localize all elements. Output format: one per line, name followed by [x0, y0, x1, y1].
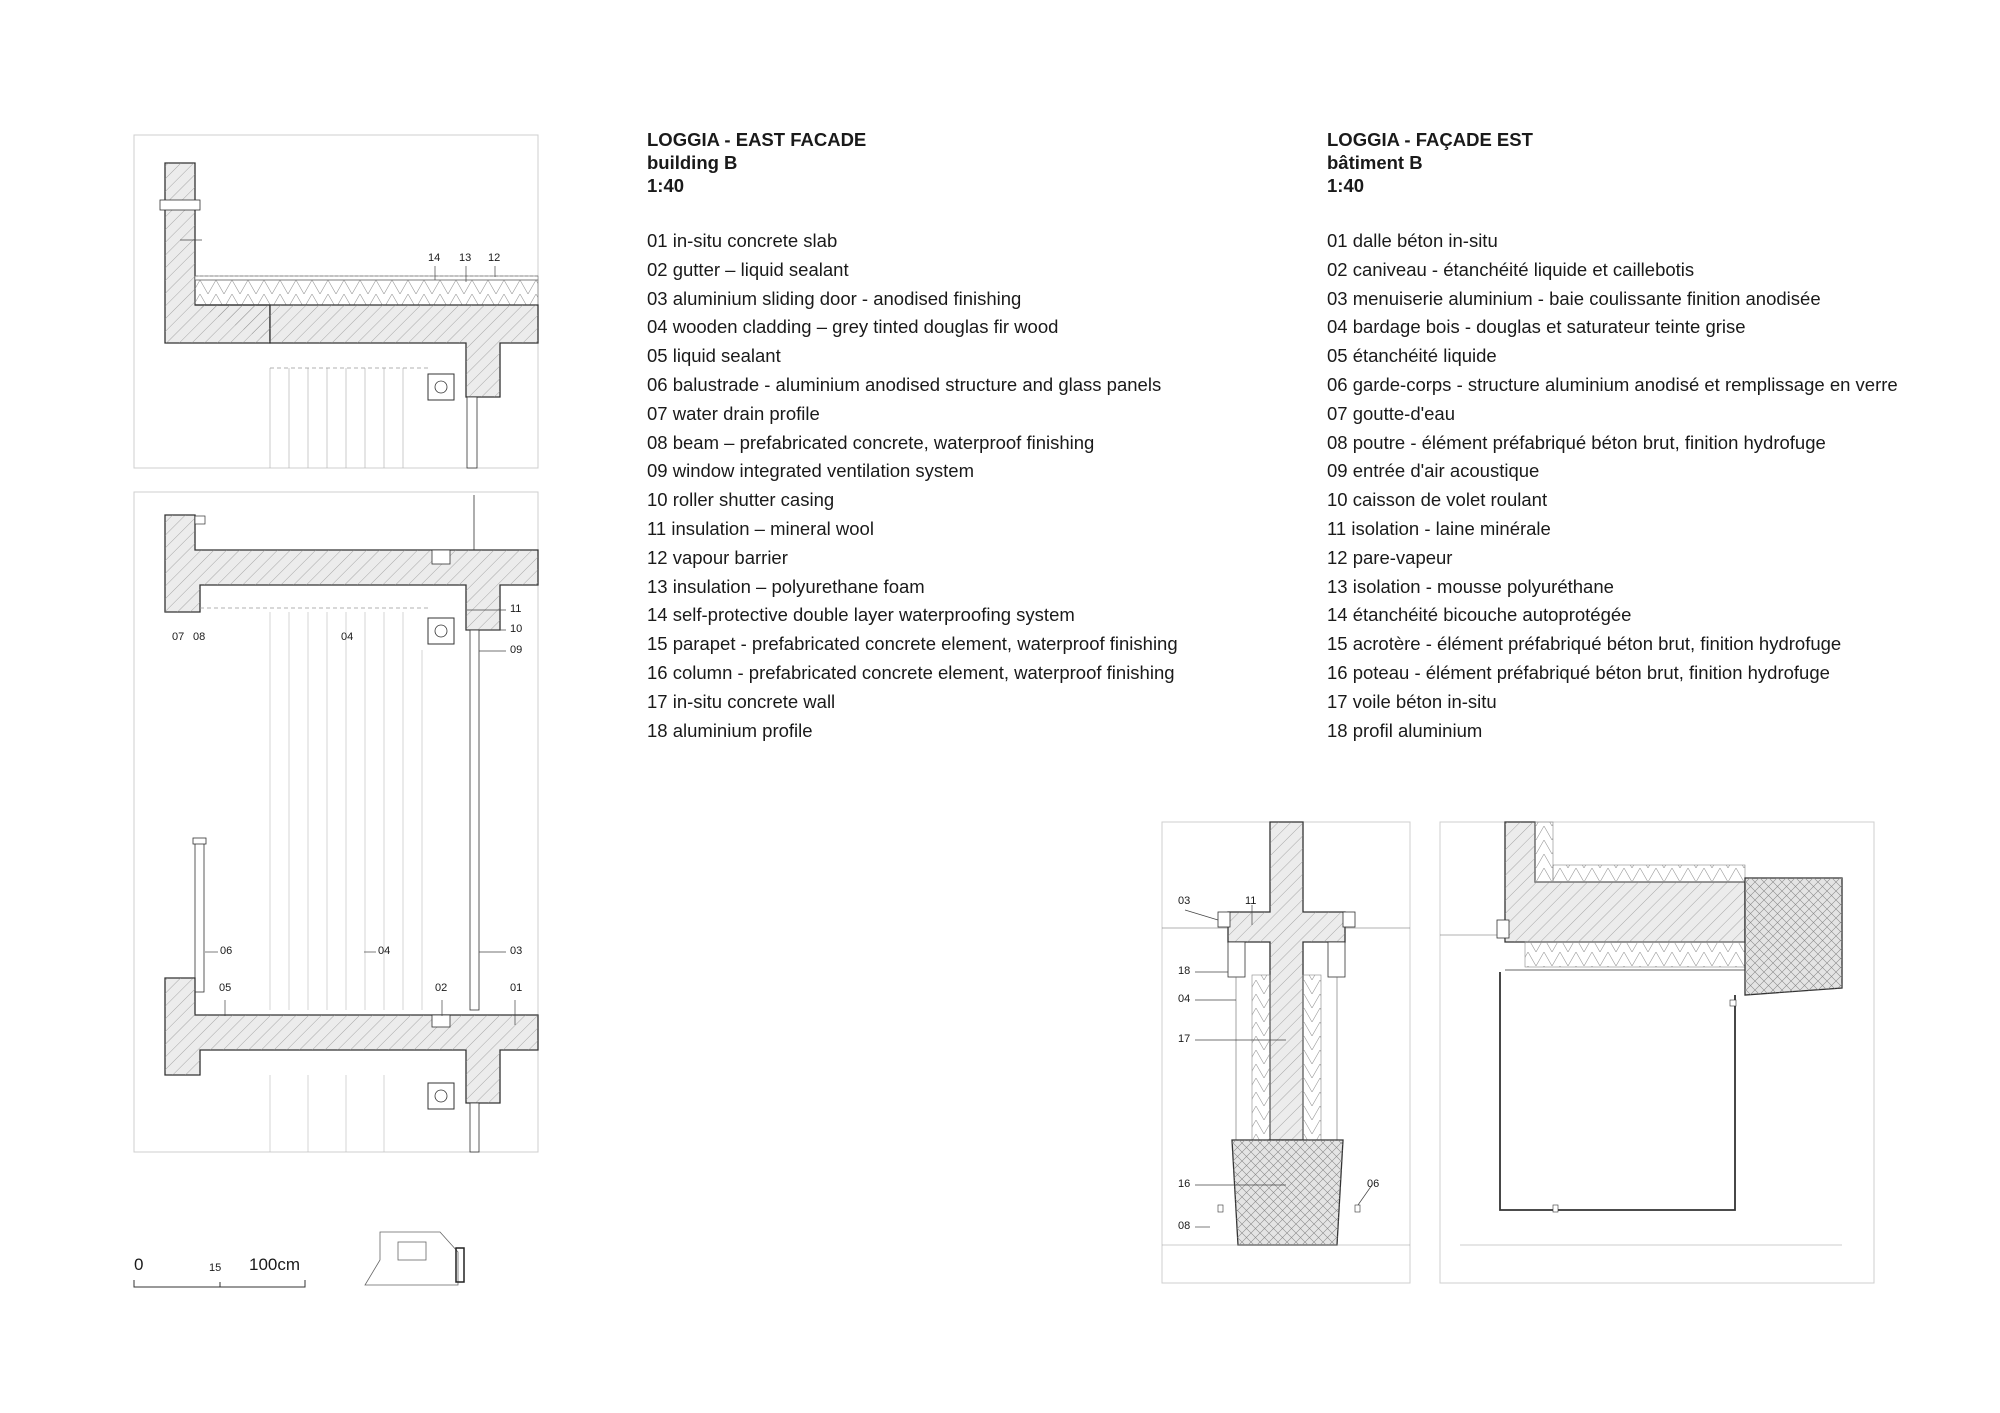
plan-label-06: 06 [1367, 1178, 1380, 1190]
legend-en-item: 04 wooden cladding – grey tinted douglas… [647, 316, 1059, 338]
legend-en-item: 15 parapet - prefabricated concrete elem… [647, 633, 1178, 655]
legend-fr-title: LOGGIA - FAÇADE EST [1327, 129, 1533, 150]
legend-fr-item: 08 poutre - élément préfabriqué béton br… [1327, 431, 1826, 453]
legend-fr-header: LOGGIA - FAÇADE EST bâtiment B 1:40 [1327, 128, 1898, 197]
legend-fr-item: 02 caniveau - étanchéité liquide et cail… [1327, 258, 1695, 280]
legend-en-item: 16 column - prefabricated concrete eleme… [647, 661, 1175, 683]
label-07: 07 [172, 631, 185, 643]
scale-end-label: 100cm [249, 1255, 301, 1274]
label-09: 09 [510, 644, 523, 656]
legend-en-item: 17 in-situ concrete wall [647, 690, 836, 712]
key-plan [364, 1231, 465, 1286]
legend-fr-item: 01 dalle béton in-situ [1327, 230, 1498, 251]
legend-fr-item: 04 bardage bois - douglas et saturateur … [1327, 316, 1746, 338]
plan-label-04: 04 [1178, 993, 1191, 1005]
legend-fr-item: 11 isolation - laine minérale [1327, 517, 1551, 539]
plan-corner-panel [1439, 821, 1875, 1284]
legend-en-item: 11 insulation – mineral wool [647, 517, 874, 539]
legend-en-item: 13 insulation – polyurethane foam [647, 575, 925, 597]
legend-en-item: 18 aluminium profile [647, 719, 813, 741]
legend-en-item: 14 self-protective double layer waterpro… [647, 604, 1075, 626]
legend-en-item: 10 roller shutter casing [647, 489, 835, 511]
label-12: 12 [488, 252, 501, 264]
scale-start-label: 0 [134, 1255, 144, 1274]
legend-fr-item: 15 acrotère - élément préfabriqué béton … [1327, 633, 1842, 655]
section-main-leaders [205, 609, 516, 1025]
legend-fr-item: 03 menuiserie aluminium - baie coulissan… [1327, 287, 1821, 309]
plan-label-17: 17 [1178, 1033, 1191, 1045]
legend-en-item: 01 in-situ concrete slab [647, 230, 838, 251]
section-main-panel [133, 491, 539, 1153]
plan-column-leaders [1184, 905, 1373, 1228]
legend-fr-item: 07 goutte-d'eau [1327, 402, 1456, 424]
legend-fr-scale: 1:40 [1327, 175, 1365, 196]
plan-label-11: 11 [1245, 895, 1257, 907]
legend-fr-item: 16 poteau - élément préfabriqué béton br… [1327, 661, 1830, 683]
label-02: 02 [435, 982, 448, 994]
label-10: 10 [510, 623, 523, 635]
plan-label-08: 08 [1178, 1220, 1191, 1232]
plan-label-18: 18 [1178, 965, 1191, 977]
legend-en-scale: 1:40 [647, 175, 685, 196]
label-04-mid: 04 [341, 631, 354, 643]
legend-en-title: LOGGIA - EAST FACADE [647, 129, 867, 150]
legend-en-header: LOGGIA - EAST FACADE building B 1:40 [647, 128, 1178, 197]
legend-en-item: 07 water drain profile [647, 402, 820, 424]
legend-french: LOGGIA - FAÇADE EST bâtiment B 1:40 01 d… [1327, 128, 1898, 745]
section-top-leaders [180, 239, 496, 282]
legend-en-item: 08 beam – prefabricated concrete, waterp… [647, 431, 1095, 453]
legend-en-item: 02 gutter – liquid sealant [647, 258, 849, 280]
legend-fr-item: 17 voile béton in-situ [1327, 690, 1497, 712]
label-03: 03 [510, 945, 523, 957]
legend-en-item: 06 balustrade - aluminium anodised struc… [647, 373, 1162, 395]
label-06: 06 [220, 945, 233, 957]
legend-fr-item: 18 profil aluminium [1327, 719, 1483, 741]
legend-en-subtitle: building B [647, 152, 738, 173]
label-14: 14 [428, 252, 441, 264]
legend-fr-subtitle: bâtiment B [1327, 152, 1423, 173]
label-08: 08 [193, 631, 206, 643]
label-11: 11 [510, 603, 522, 615]
label-04-low: 04 [378, 945, 391, 957]
legend-fr-item: 06 garde-corps - structure aluminium ano… [1327, 373, 1898, 395]
legend-fr-item: 10 caisson de volet roulant [1327, 489, 1548, 511]
label-13: 13 [459, 252, 472, 264]
legend-en-item: 09 window integrated ventilation system [647, 460, 975, 482]
legend-fr-item: 05 étanchéité liquide [1327, 345, 1497, 367]
legend-en-item: 12 vapour barrier [647, 546, 788, 568]
plan-label-16: 16 [1178, 1178, 1191, 1190]
section-top-panel [133, 134, 539, 469]
legend-en-item: 03 aluminium sliding door - anodised fin… [647, 287, 1022, 309]
legend-fr-item: 09 entrée d'air acoustique [1327, 460, 1540, 482]
label-01: 01 [510, 982, 523, 994]
plan-label-03: 03 [1178, 895, 1191, 907]
scale-bar [133, 1280, 306, 1288]
legend-fr-item: 14 étanchéité bicouche autoprotégée [1327, 604, 1632, 626]
legend-en-item: 05 liquid sealant [647, 345, 781, 367]
legend-fr-item: 12 pare-vapeur [1327, 546, 1453, 568]
label-15: 15 [209, 1262, 222, 1274]
plan-column-panel [1161, 821, 1411, 1284]
legend-fr-item: 13 isolation - mousse polyuréthane [1327, 575, 1614, 597]
label-05: 05 [219, 982, 232, 994]
legend-english: LOGGIA - EAST FACADE building B 1:40 01 … [647, 128, 1178, 745]
